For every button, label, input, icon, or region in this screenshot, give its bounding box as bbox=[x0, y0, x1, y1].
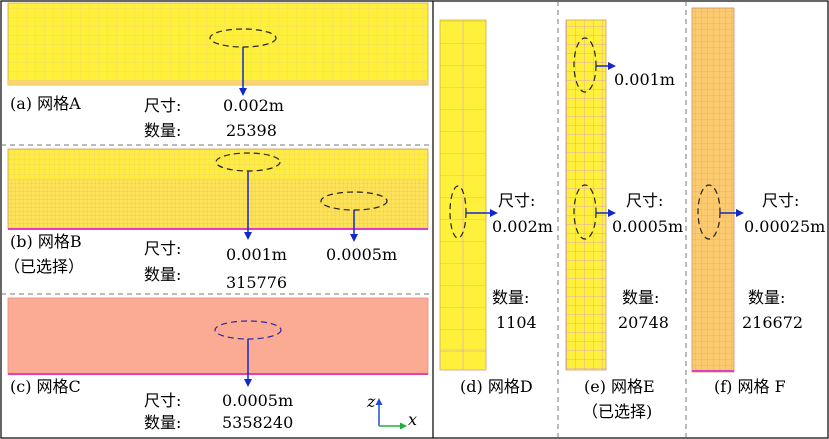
size-value-d: 0.002m bbox=[492, 217, 553, 236]
highlight-ellipse-e2 bbox=[573, 184, 597, 240]
caption-b: (b) 网格B bbox=[10, 232, 82, 251]
axis-indicator: z x bbox=[366, 392, 417, 430]
size-value-c: 0.0005m bbox=[222, 391, 293, 410]
caption-e: (e) 网格E bbox=[584, 377, 655, 396]
size-label-e: 尺寸: bbox=[626, 191, 663, 210]
panel-d: 尺寸: 0.002m 数量: 1104 (d) 网格D bbox=[439, 19, 553, 396]
z-axis-label: z bbox=[366, 392, 376, 411]
panel-a: (a) 网格A 尺寸: 0.002m 数量: 25398 bbox=[7, 2, 429, 140]
count-label-b: 数量: bbox=[144, 265, 181, 284]
count-value-d: 1104 bbox=[496, 313, 537, 332]
mesh-a-boundary-layer bbox=[8, 80, 428, 85]
panel-c: (c) 网格C 尺寸: 0.0005m 数量: 5358240 z x bbox=[7, 297, 429, 432]
note-e: （已选择) bbox=[582, 402, 652, 421]
size-value-b1: 0.001m bbox=[226, 245, 287, 264]
note-b: （已选择） bbox=[4, 257, 84, 276]
highlight-ellipse-e1 bbox=[573, 37, 597, 93]
mesh-b-bottom bbox=[8, 179, 428, 229]
count-label-d: 数量: bbox=[492, 288, 529, 307]
size-value-f: 0.00025m bbox=[744, 217, 825, 236]
highlight-ellipse-f bbox=[697, 184, 721, 240]
count-label-a: 数量: bbox=[144, 121, 181, 140]
size-value-a: 0.002m bbox=[223, 96, 284, 115]
count-label-c: 数量: bbox=[144, 413, 181, 432]
size-label-d: 尺寸: bbox=[498, 191, 535, 210]
mesh-c bbox=[7, 297, 429, 375]
count-label-e: 数量: bbox=[622, 288, 659, 307]
size-value-e: 0.0005m bbox=[612, 217, 683, 236]
size-label-f: 尺寸: bbox=[762, 191, 799, 210]
caption-c: (c) 网格C bbox=[10, 377, 81, 396]
panel-e: 0.001m 尺寸: 0.0005m 数量: 20748 (e) 网格E （已选… bbox=[565, 19, 683, 421]
panel-f: 尺寸: 0.00025m 数量: 216672 (f) 网格 F bbox=[691, 7, 825, 396]
size-value-e-top: 0.001m bbox=[614, 70, 675, 89]
size-value-b2: 0.0005m bbox=[326, 245, 397, 264]
highlight-ellipse-d bbox=[449, 185, 467, 239]
count-value-a: 25398 bbox=[226, 121, 277, 140]
x-axis-label: x bbox=[408, 410, 417, 429]
size-label-a: 尺寸: bbox=[144, 96, 181, 115]
caption-d: (d) 网格D bbox=[460, 377, 533, 396]
mesh-f bbox=[691, 7, 735, 373]
count-value-b: 315776 bbox=[226, 273, 287, 292]
mesh-b-top bbox=[8, 149, 428, 179]
count-value-e: 20748 bbox=[618, 313, 669, 332]
count-label-f: 数量: bbox=[748, 288, 785, 307]
mesh-d-bottom-cells bbox=[439, 349, 487, 371]
size-label-c: 尺寸: bbox=[144, 391, 181, 410]
panel-b: (b) 网格B （已选择） 尺寸: 0.001m 0.0005m 数量: 315… bbox=[4, 148, 429, 292]
caption-f: (f) 网格 F bbox=[714, 377, 786, 396]
caption-a: (a) 网格A bbox=[10, 94, 81, 113]
count-value-c: 5358240 bbox=[222, 413, 293, 432]
size-label-b: 尺寸: bbox=[144, 239, 181, 258]
count-value-f: 216672 bbox=[742, 313, 803, 332]
mesh-e bbox=[565, 19, 607, 371]
